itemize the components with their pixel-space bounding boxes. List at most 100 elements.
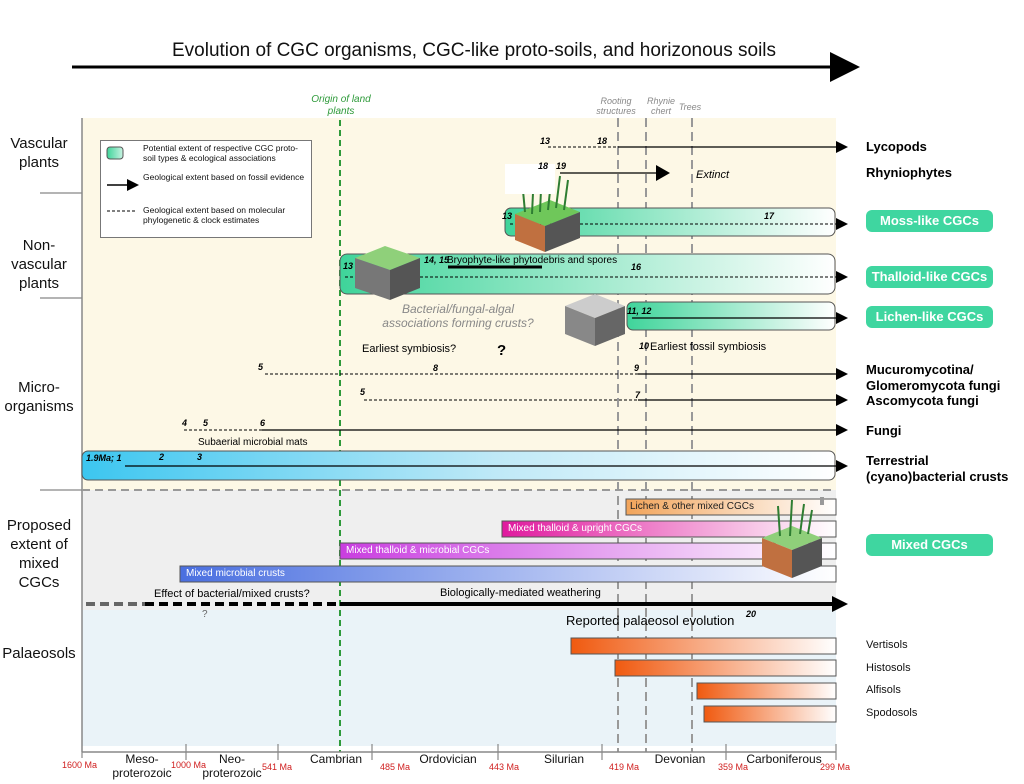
vertisols-bar [570,637,837,655]
legend-fossil: Geological extent based on fossil eviden… [143,172,305,182]
ref-13-lycopods: 13 [540,136,551,146]
ref-5-ascomycota: 5 [360,387,366,397]
ref-5-fungi: 5 [203,418,209,428]
ma-1600: 1600 Ma [62,760,98,770]
ref-1-9ma: 1.9Ma; 1 [86,453,122,463]
era-silurian: Silurian [543,752,585,766]
ref-20: 20 [746,609,757,619]
ref-10: 10 [639,341,650,351]
era-neoproterozoic: Neo- proterozoic [202,752,262,780]
thalloid-cgc-illustration [355,246,420,300]
pill-mixed: Mixed CGCs [866,534,993,556]
mucuro-arrowhead [836,368,848,380]
moss-cgc-illustration [515,167,580,252]
note-bryophyte: Bryophyte-like phytodebris and spores [447,255,618,266]
note-bio-weathering: Biologically-mediated weathering [440,587,601,599]
ref-17: 17 [764,211,775,221]
pill-lichen: Lichen-like CGCs [866,306,993,328]
label-terrestrial: Terrestrial (cyano)bacterial crusts [866,453,1009,484]
note-subaerial: Subaerial microbial mats [198,437,308,448]
ma-485: 485 Ma [380,762,411,772]
category-non-vascular: Non-vascular plants [11,237,67,292]
note-earliest-symbiosis: Earliest symbiosis? [362,343,457,355]
category-micro: Micro-organisms [4,379,74,415]
title-arrow-head [830,52,860,82]
mixed-microbial-label: Mixed microbial crusts [186,568,285,579]
pill-thalloid: Thalloid-like CGCs [866,266,993,288]
soil-alfisols: Alfisols [866,684,901,696]
note-effect: Effect of bacterial/mixed crusts? [154,588,310,600]
moss-like-bar [504,207,836,237]
lichen-cgc-illustration [565,294,625,346]
lichen-mixed-marker [820,497,824,505]
thalloid-like-bar [339,253,836,295]
rhyniophytes-arrowhead [656,165,670,181]
label-lycopods: Lycopods [866,139,927,154]
category-vascular: Vascular plants [10,135,68,171]
legend-fossil-arrow [127,179,139,191]
thalloid-upright-bar [501,520,837,538]
note-question: ? [497,342,507,359]
lichen-mixed-bar [625,498,837,516]
ref-4: 4 [182,418,188,428]
note-effect-question: ? [202,609,208,620]
histosols-bar [614,659,837,677]
ref-3: 3 [197,452,203,462]
legend: Potential extent of respective CGC proto… [100,140,312,238]
cyanobacterial-arrowhead [836,460,848,472]
label-rhyniophytes: Rhyniophytes [866,165,952,180]
ref-9: 9 [634,363,640,373]
legend-potential-extent: Potential extent of respective CGC proto… [143,143,298,163]
note-extinct: Extinct [696,169,730,181]
ref-13-thalloid: 13 [343,261,354,271]
label-ascomycota: Ascomycota fungi [866,393,979,408]
event-trees: Trees [678,102,702,112]
time-ticks [81,744,837,760]
alfisols-bar [696,682,837,700]
ma-419: 419 Ma [609,762,640,772]
ma-1000: 1000 Ma [171,760,207,770]
ma-299: 299 Ma [820,762,851,772]
event-rhynie-chert: Rhynie chert [646,96,675,116]
era-cambrian: Cambrian [309,752,363,766]
weathering-arrowhead [832,596,848,612]
era-ordovician: Ordovician [419,752,477,766]
ref-19: 19 [556,161,567,171]
rhynie-plants-illustration [505,164,555,194]
ref-16: 16 [631,262,642,272]
mixed-cgc-illustration [762,499,822,578]
era-carboniferous: Carboniferous [746,752,822,766]
ref-7: 7 [635,390,641,400]
ref-8: 8 [433,363,439,373]
ma-541: 541 Ma [262,762,293,772]
legend-symbols [106,146,139,212]
event-rooting-structures: Rooting structures [596,96,636,116]
note-bacterial-fungal: Bacterial/fungal-algal associations form… [382,302,534,330]
note-earliest-fossil: Earliest fossil symbiosis [650,341,767,353]
ref-14-15: 14, 15 [424,255,450,265]
legend-green-swatch [106,146,124,160]
note-reported-palaeosol: Reported palaeosol evolution [566,613,735,628]
thalloid-microbial-bar [339,542,837,560]
mixed-lichen-label: Lichen & other mixed CGCs [630,501,754,512]
category-mixed: Proposed extent of mixed CGCs [6,517,72,591]
moss-arrowhead [836,218,848,230]
ref-6: 6 [260,418,266,428]
ref-11-12: 11, 12 [627,306,652,316]
microbial-crust-bar [179,565,837,583]
ref-5-mucuro: 5 [258,362,264,372]
page-title: Evolution of CGC organisms, CGC-like pro… [172,40,777,61]
category-palaeosols: Palaeosols [2,645,76,662]
label-fungi: Fungi [866,423,902,438]
legend-molecular: Geological extent based on molecular phy… [143,205,286,225]
ref-13-moss: 13 [502,211,513,221]
thalloid-arrowhead [836,271,848,283]
event-origin-land-plants: Origin of land plants [311,94,371,117]
mixed-thalloid-upright-label: Mixed thalloid & upright CGCs [508,523,642,534]
ma-359: 359 Ma [718,762,749,772]
palaeosol-panel-bg [82,610,836,746]
pill-moss: Moss-like CGCs [866,210,993,232]
soil-histosols: Histosols [866,662,911,674]
soil-spodosols: Spodosols [866,707,918,719]
